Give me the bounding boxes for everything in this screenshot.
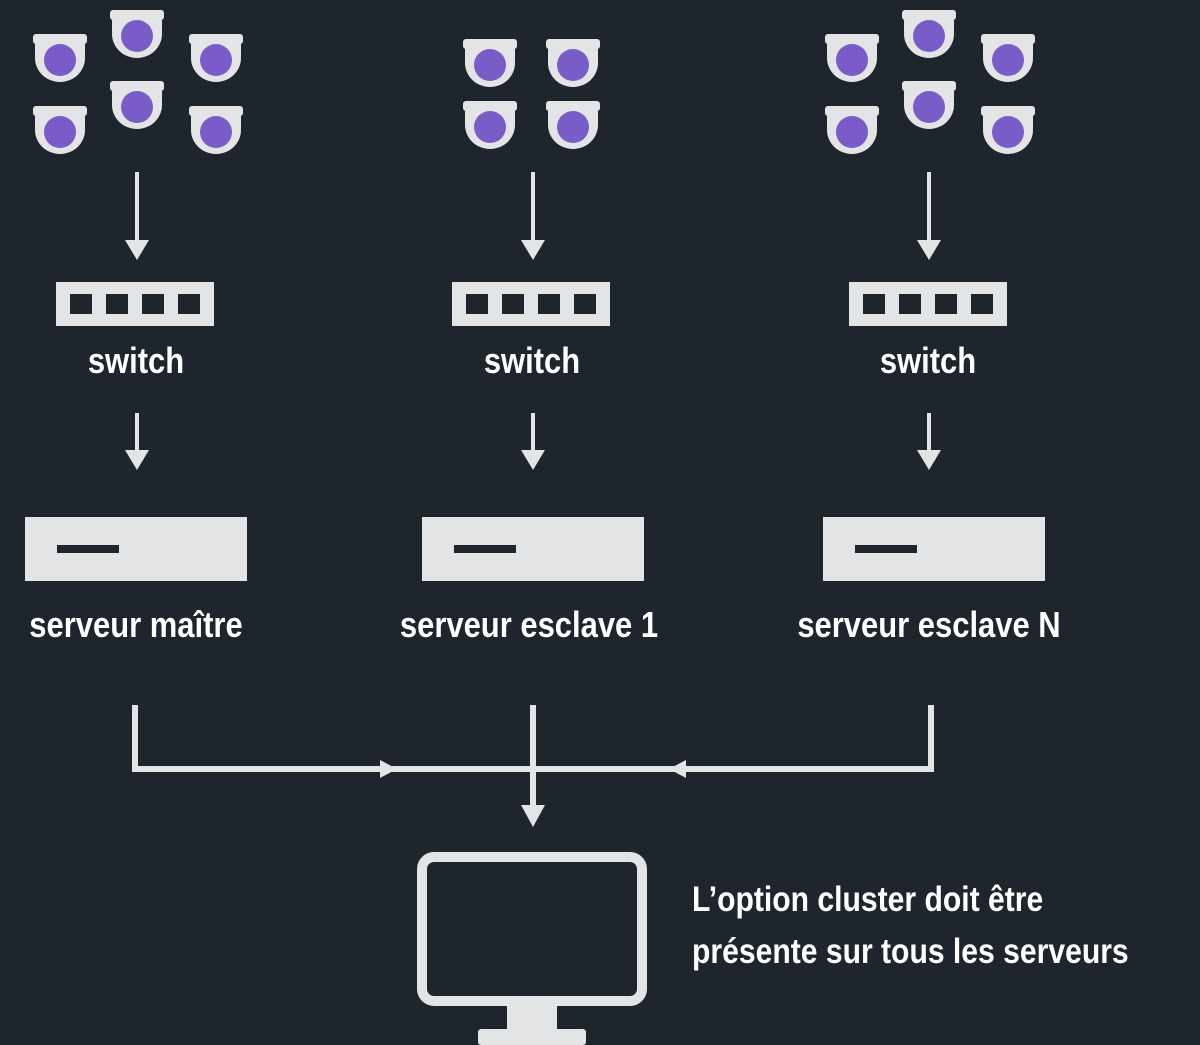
monitor-icon — [417, 852, 647, 1045]
cluster-note: L’option cluster doit être présente sur … — [692, 874, 1129, 978]
dome-camera-icon — [33, 106, 87, 154]
dome-camera-icon — [110, 81, 164, 129]
server-icon — [823, 517, 1045, 581]
arrow-icon — [125, 172, 149, 260]
server-label-slave-1: serveur esclave 1 — [399, 604, 659, 645]
dome-camera-icon — [825, 106, 879, 154]
arrow-icon — [917, 172, 941, 260]
server-icon — [422, 517, 644, 581]
note-line-2: présente sur tous les serveurs — [692, 932, 1129, 971]
arrow-icon — [380, 760, 397, 778]
dome-camera-icon — [825, 34, 879, 82]
arrow-icon — [125, 413, 149, 470]
dome-camera-icon — [902, 10, 956, 58]
switch-label-slave-n: switch — [879, 340, 977, 381]
camera-group-master — [33, 10, 243, 154]
switch-icon — [452, 282, 610, 326]
merge-connector — [132, 705, 934, 808]
dome-camera-icon — [463, 39, 517, 87]
arrow-icon — [521, 172, 545, 260]
server-label-slave-n: serveur esclave N — [797, 604, 1061, 645]
dome-camera-icon — [110, 10, 164, 58]
switch-icon — [849, 282, 1007, 326]
arrow-icon — [669, 760, 686, 778]
dome-camera-icon — [546, 101, 600, 149]
dome-camera-icon — [463, 101, 517, 149]
dome-camera-icon — [546, 39, 600, 87]
switch-label-slave-1: switch — [483, 340, 581, 381]
arrow-icon — [521, 805, 545, 827]
server-icon — [25, 517, 247, 581]
dome-camera-icon — [981, 106, 1035, 154]
camera-group-slave-1 — [463, 39, 600, 149]
dome-camera-icon — [189, 34, 243, 82]
switch-icon — [56, 282, 214, 326]
dome-camera-icon — [189, 106, 243, 154]
camera-group-slave-n — [825, 10, 1035, 154]
arrow-icon — [917, 413, 941, 470]
dome-camera-icon — [981, 34, 1035, 82]
dome-camera-icon — [33, 34, 87, 82]
arrow-icon — [521, 413, 545, 470]
switch-label-master: switch — [87, 340, 185, 381]
dome-camera-icon — [902, 81, 956, 129]
note-line-1: L’option cluster doit être — [692, 880, 1044, 919]
server-label-master: serveur maître — [29, 604, 243, 645]
